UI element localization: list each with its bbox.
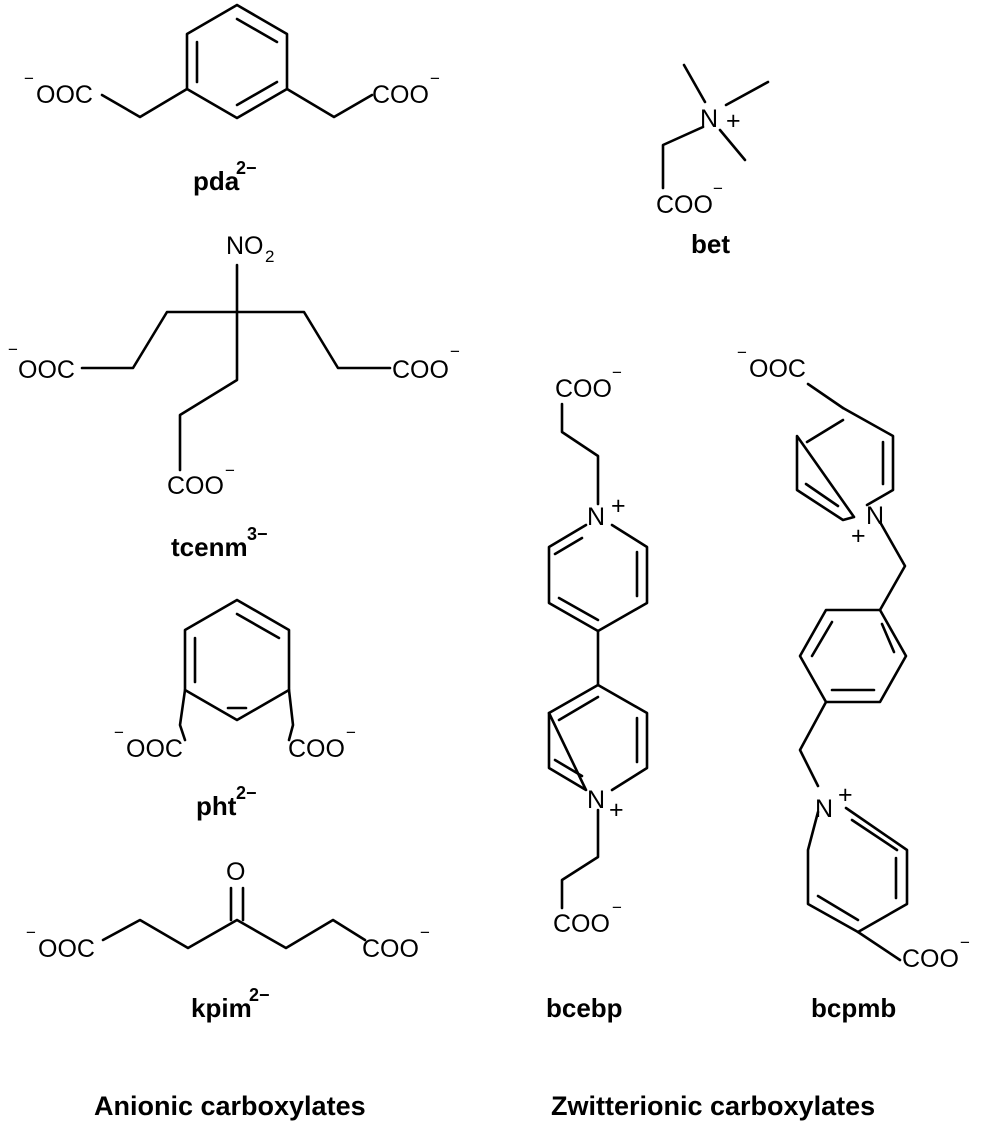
bet-coo-charge: − xyxy=(713,179,723,198)
structure-pda xyxy=(100,3,374,120)
bcpmb-bottom-coo: COO xyxy=(902,945,959,973)
structure-bcebp xyxy=(547,402,649,910)
bcebp-top-coo: COO xyxy=(555,375,612,403)
pda-charge: 2− xyxy=(236,158,257,178)
anionic-caption: Anionic carboxylates xyxy=(94,1091,366,1121)
structure-kpim xyxy=(101,886,367,950)
tcenm-charge: 3− xyxy=(247,524,268,544)
bcpmb-top-ooc: OOC xyxy=(749,355,806,383)
bcebp-lower-plus: + xyxy=(609,796,624,824)
bcebp-name: bcebp xyxy=(546,993,623,1023)
kpim-left-ooc: OOC xyxy=(38,935,95,963)
bcebp-lower-nitrogen: N xyxy=(587,786,605,814)
kpim-ketone-oxygen: O xyxy=(226,858,245,886)
structure-pht xyxy=(178,598,295,742)
kpim-left-charge: − xyxy=(26,923,36,942)
kpim-right-charge: − xyxy=(420,923,430,942)
bcpmb-top-charge: − xyxy=(737,343,747,362)
tcenm-left-charge: − xyxy=(8,340,18,359)
pht-right-coo: COO xyxy=(288,735,345,763)
bet-coo: COO xyxy=(656,191,713,219)
pht-name: pht xyxy=(196,791,237,821)
bet-nitrogen: N xyxy=(700,105,718,133)
bcebp-bottom-coo: COO xyxy=(553,910,610,938)
zwitterionic-caption: Zwitterionic carboxylates xyxy=(551,1091,875,1121)
pda-name: pda xyxy=(193,166,240,196)
kpim-right-coo: COO xyxy=(362,935,419,963)
bcpmb-lower-nitrogen: N xyxy=(815,795,833,823)
bcpmb-name: bcpmb xyxy=(811,993,896,1023)
tcenm-no2: NO xyxy=(226,232,264,260)
bet-plus-charge: + xyxy=(726,107,741,135)
pda-left-charge: − xyxy=(24,69,34,88)
pda-right-charge: − xyxy=(430,69,440,88)
pht-charge: 2− xyxy=(236,783,257,803)
bet-name: bet xyxy=(691,229,730,259)
structure-bcpmb xyxy=(795,382,909,962)
bcebp-upper-plus: + xyxy=(611,492,626,520)
tcenm-bottom-charge: − xyxy=(225,461,235,480)
tcenm-name: tcenm xyxy=(171,532,248,562)
pda-right-coo: COO xyxy=(372,81,429,109)
tcenm-left-ooc: OOC xyxy=(18,356,75,384)
bcebp-top-coo-charge: − xyxy=(612,363,622,382)
bcpmb-lower-plus: + xyxy=(838,781,853,809)
pda-left-ooc: OOC xyxy=(36,81,93,109)
bcebp-upper-nitrogen: N xyxy=(587,503,605,531)
bcpmb-bottom-charge: − xyxy=(960,933,970,952)
pht-left-ooc: OOC xyxy=(126,735,183,763)
pht-right-charge: − xyxy=(346,723,356,742)
pht-left-charge: − xyxy=(114,723,124,742)
structure-bet xyxy=(661,63,770,190)
tcenm-bottom-coo: COO xyxy=(167,472,224,500)
kpim-charge: 2− xyxy=(249,985,270,1005)
bcpmb-upper-nitrogen: N xyxy=(866,502,884,530)
tcenm-right-coo: COO xyxy=(392,356,449,384)
bcpmb-upper-plus: + xyxy=(851,522,866,550)
kpim-name: kpim xyxy=(191,993,252,1023)
tcenm-right-charge: − xyxy=(450,342,460,361)
structure-tcenm xyxy=(80,263,392,472)
bcebp-bottom-coo-charge: − xyxy=(612,898,622,917)
tcenm-no2-subscript: 2 xyxy=(265,247,274,266)
